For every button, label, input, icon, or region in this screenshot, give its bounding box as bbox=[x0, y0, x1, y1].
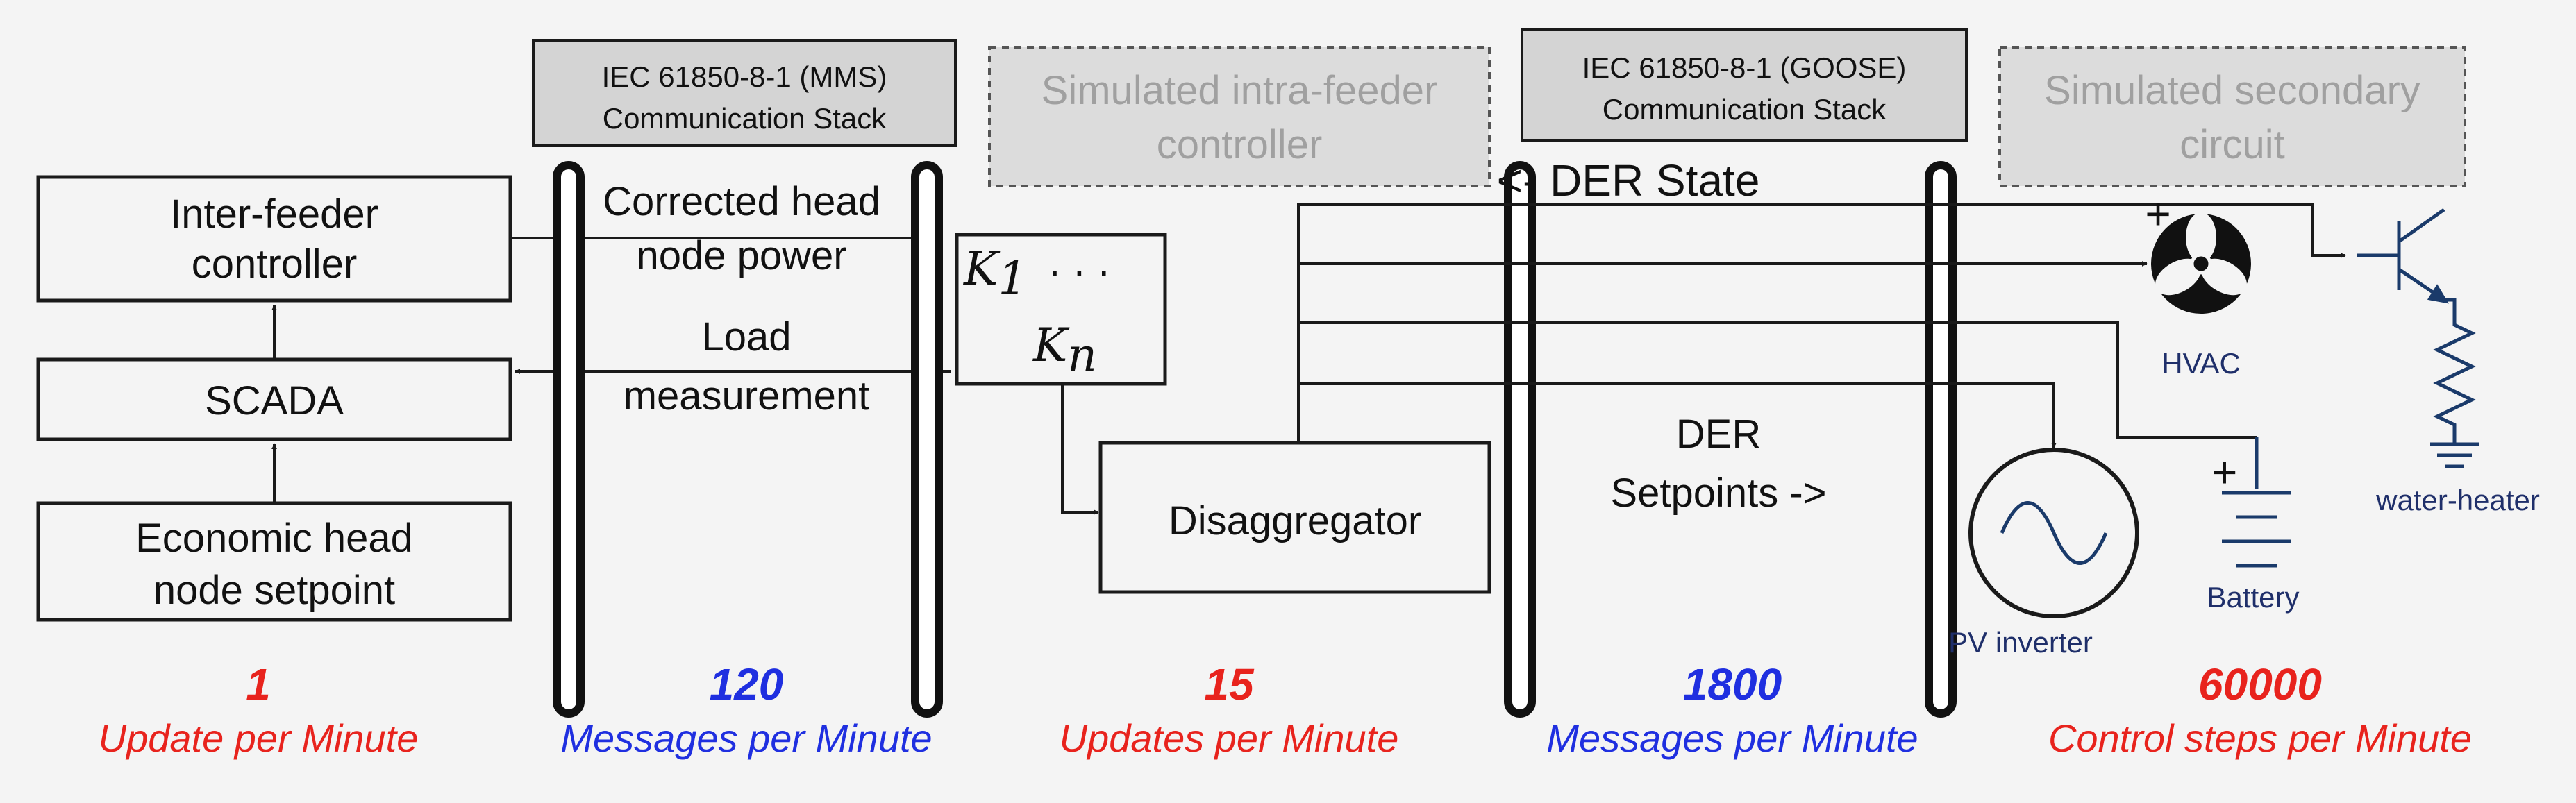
battery-plus: + bbox=[2211, 447, 2237, 497]
load-measurement-label-2: measurement bbox=[624, 373, 870, 419]
der-wires bbox=[1297, 203, 2346, 448]
mms-stack-label: IEC 61850-8-1 (MMS) Communication Stack bbox=[532, 39, 957, 147]
goose-bus-right bbox=[1925, 161, 1957, 718]
svg-text:circuit: circuit bbox=[2180, 122, 2284, 167]
battery-icon bbox=[2215, 436, 2291, 568]
hvac-icon bbox=[2151, 212, 2251, 314]
rate-intra-feeder-updates: 15 Updates per Minute bbox=[1060, 659, 1399, 760]
pv-inverter-label: PV inverter bbox=[1948, 626, 2093, 659]
svg-text:1800: 1800 bbox=[1683, 659, 1782, 709]
svg-text:controller: controller bbox=[1157, 122, 1323, 167]
rate-mms-messages: 120 Messages per Minute bbox=[560, 659, 932, 760]
der-setpoints-label-2: Setpoints -> bbox=[1610, 471, 1826, 516]
hvac-plus: + bbox=[2145, 189, 2171, 239]
svg-text:controller: controller bbox=[192, 242, 358, 287]
simulated-intra-feeder-box: Simulated intra-feeder controller bbox=[988, 46, 1491, 187]
svg-text:Economic head: Economic head bbox=[135, 516, 413, 561]
pv-inverter-icon bbox=[1968, 448, 2139, 618]
svg-text:node setpoint: node setpoint bbox=[153, 568, 395, 613]
svg-text:60000: 60000 bbox=[2198, 659, 2322, 709]
svg-text:Messages per Minute: Messages per Minute bbox=[560, 716, 932, 760]
mms-bus-left bbox=[553, 161, 585, 718]
kn-symbol: Kn bbox=[1032, 319, 1097, 382]
simulated-secondary-circuit-box: Simulated secondary circuit bbox=[1998, 46, 2466, 187]
svg-text:Simulated secondary: Simulated secondary bbox=[2044, 68, 2420, 113]
disaggregator-block: Disaggregator bbox=[1098, 441, 1491, 594]
rate-goose-messages: 1800 Messages per Minute bbox=[1546, 659, 1918, 760]
svg-text:IEC 61850-8-1 (GOOSE): IEC 61850-8-1 (GOOSE) bbox=[1582, 51, 1907, 84]
hvac-label: HVAC bbox=[2161, 347, 2241, 380]
svg-text:Control steps per Minute: Control steps per Minute bbox=[2048, 716, 2472, 760]
svg-text:Disaggregator: Disaggregator bbox=[1169, 498, 1421, 543]
svg-text:SCADA: SCADA bbox=[205, 378, 344, 423]
water-heater-icon bbox=[2357, 208, 2479, 468]
water-heater-label: water-heater bbox=[2375, 484, 2540, 516]
corrected-power-label-1: Corrected head bbox=[603, 179, 880, 224]
scada-block: SCADA bbox=[36, 357, 512, 441]
rate-update-per-minute: 1 Update per Minute bbox=[99, 659, 419, 760]
der-setpoints-label-1: DER bbox=[1676, 412, 1761, 457]
mms-bus-right bbox=[911, 161, 943, 718]
goose-stack-label: IEC 61850-8-1 (GOOSE) Communication Stac… bbox=[1521, 28, 1968, 142]
inter-feeder-controller-block: Inter-feeder controller bbox=[36, 175, 512, 303]
battery-label: Battery bbox=[2207, 581, 2299, 614]
svg-text:Simulated intra-feeder: Simulated intra-feeder bbox=[1042, 68, 1438, 113]
svg-text:IEC 61850-8-1 (MMS): IEC 61850-8-1 (MMS) bbox=[602, 60, 887, 93]
goose-bus-left bbox=[1504, 161, 1536, 718]
rate-control-steps: 60000 Control steps per Minute bbox=[2048, 659, 2472, 760]
der-state-label: <- DER State bbox=[1497, 155, 1760, 205]
svg-text:Update per Minute: Update per Minute bbox=[99, 716, 419, 760]
load-measurement-label-1: Load bbox=[701, 314, 791, 360]
svg-text:Communication Stack: Communication Stack bbox=[603, 102, 887, 135]
svg-text:Inter-feeder: Inter-feeder bbox=[170, 192, 378, 237]
corrected-power-label-2: node power bbox=[636, 233, 846, 278]
svg-text:Communication Stack: Communication Stack bbox=[1603, 93, 1887, 126]
svg-text:15: 15 bbox=[1204, 659, 1255, 709]
k1-symbol: K1· · · bbox=[963, 242, 1110, 305]
svg-text:Messages per Minute: Messages per Minute bbox=[1546, 716, 1918, 760]
svg-text:Updates per Minute: Updates per Minute bbox=[1060, 716, 1399, 760]
svg-text:120: 120 bbox=[710, 659, 784, 709]
gain-to-disaggregator-arrow bbox=[1061, 384, 1099, 515]
svg-text:1: 1 bbox=[246, 659, 271, 709]
gain-block: K1· · · Kn bbox=[955, 233, 1167, 386]
economic-setpoint-block: Economic head node setpoint bbox=[36, 501, 512, 622]
